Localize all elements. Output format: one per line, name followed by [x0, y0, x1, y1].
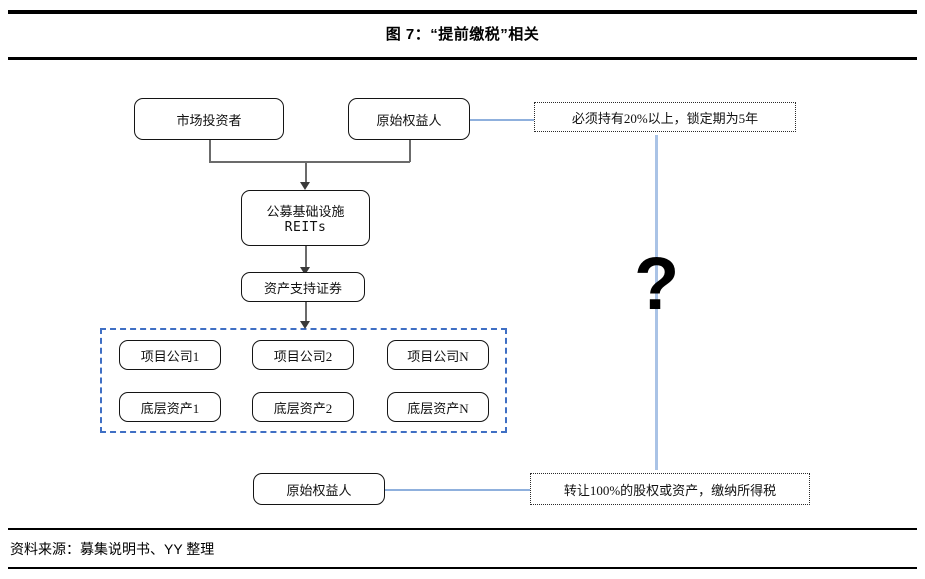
- node-public-reits-label-line1: 公募基础设施: [266, 204, 345, 219]
- node-original-owner-top-label: 原始权益人: [376, 112, 442, 128]
- question-mark-icon: ?: [634, 242, 680, 325]
- node-market-investor-label: 市场投资者: [176, 112, 242, 128]
- node-project-company-2-label: 项目公司2: [273, 348, 333, 364]
- node-public-reits[interactable]: 公募基础设施 REITs: [241, 190, 370, 246]
- node-project-company-1[interactable]: 项目公司1: [119, 340, 221, 370]
- callout-holding-rule: 必须持有20%以上，锁定期为5年: [534, 102, 796, 132]
- callout-transfer-tax-label: 转让100%的股权或资产，缴纳所得税: [563, 482, 777, 498]
- connector-junction-bar: [209, 161, 410, 163]
- node-original-owner-bottom[interactable]: 原始权益人: [253, 473, 385, 505]
- node-project-company-1-label: 项目公司1: [140, 348, 200, 364]
- connector-vertical-question: [655, 135, 658, 470]
- connector-junction-to-reits: [305, 161, 307, 186]
- node-original-owner-top[interactable]: 原始权益人: [348, 98, 470, 140]
- node-underlying-asset-n-label: 底层资产N: [407, 400, 469, 416]
- node-market-investor[interactable]: 市场投资者: [134, 98, 284, 140]
- node-project-company-n[interactable]: 项目公司N: [387, 340, 489, 370]
- connector-reits-to-abs: [305, 246, 307, 271]
- connector-abs-to-projects: [305, 301, 307, 326]
- connector-owner-drop: [409, 140, 411, 162]
- node-underlying-asset-1-label: 底层资产1: [140, 400, 200, 416]
- connector-owner-to-transfer-tax: [385, 489, 530, 491]
- header-bottom-rule: [8, 57, 917, 60]
- source-note: 资料来源：募集说明书、YY 整理: [10, 541, 215, 557]
- node-abs-label: 资产支持证券: [263, 280, 342, 296]
- node-abs[interactable]: 资产支持证券: [241, 272, 365, 302]
- node-project-company-n-label: 项目公司N: [407, 348, 469, 364]
- node-underlying-asset-1[interactable]: 底层资产1: [119, 392, 221, 422]
- node-public-reits-label-line2: REITs: [284, 220, 327, 235]
- footer-top-rule: [8, 528, 917, 530]
- footer-bottom-rule: [8, 567, 917, 569]
- header-top-rule: [8, 10, 917, 14]
- arrow-to-projects: [300, 321, 310, 329]
- arrow-to-reits: [300, 182, 310, 190]
- node-project-company-2[interactable]: 项目公司2: [252, 340, 354, 370]
- node-original-owner-bottom-label: 原始权益人: [286, 482, 352, 498]
- connector-owner-to-holding-rule: [470, 119, 534, 121]
- page-title: 图 7：“提前缴税”相关: [385, 26, 540, 43]
- node-underlying-asset-2-label: 底层资产2: [273, 400, 333, 416]
- spv-group-container: [100, 328, 507, 433]
- arrow-to-abs: [300, 267, 310, 275]
- connector-investor-drop: [209, 140, 211, 162]
- node-underlying-asset-n[interactable]: 底层资产N: [387, 392, 489, 422]
- callout-holding-rule-label: 必须持有20%以上，锁定期为5年: [571, 110, 759, 126]
- node-underlying-asset-2[interactable]: 底层资产2: [252, 392, 354, 422]
- diagram-canvas: 市场投资者 原始权益人 公募基础设施 REITs 资产支持证券 项目公司1 项目…: [0, 62, 925, 524]
- callout-transfer-tax: 转让100%的股权或资产，缴纳所得税: [530, 473, 810, 505]
